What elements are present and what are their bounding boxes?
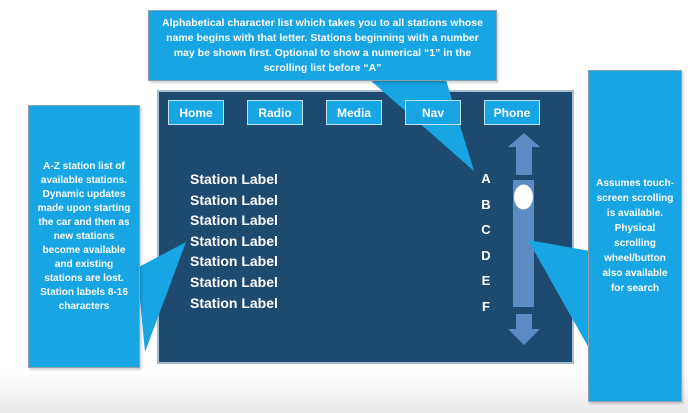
- scroll-down-arrow-icon[interactable]: [508, 314, 540, 345]
- annotation-scrolling: Assumes touch-screen scrolling is availa…: [588, 70, 682, 402]
- station-list-item[interactable]: Station Label: [190, 171, 278, 187]
- alphabet-letter-c[interactable]: C: [481, 222, 491, 238]
- alphabet-index: A B C D E F: [475, 166, 497, 320]
- alphabet-letter-e[interactable]: E: [481, 273, 491, 289]
- alphabet-letter-d[interactable]: D: [481, 247, 491, 263]
- tab-radio[interactable]: Radio: [247, 100, 303, 125]
- station-list-item[interactable]: Station Label: [190, 273, 278, 290]
- station-list-item[interactable]: Station Label: [190, 232, 278, 249]
- annotation-text: A-Z station list of available stations. …: [37, 160, 131, 312]
- station-list: Station Label Station Label Station Labe…: [190, 169, 278, 313]
- station-list-item[interactable]: Station Label: [190, 212, 278, 229]
- tab-nav[interactable]: Nav: [405, 100, 461, 125]
- tab-bar: Home Radio Media Nav Phone: [168, 100, 540, 125]
- scroll-thumb[interactable]: [514, 184, 533, 210]
- station-list-item[interactable]: Station Label: [190, 191, 278, 208]
- alphabet-letter-a[interactable]: A: [481, 171, 491, 186]
- alphabet-letter-b[interactable]: B: [481, 196, 491, 212]
- annotation-alphabet-list: Alphabetical character list which takes …: [148, 10, 497, 81]
- tab-home[interactable]: Home: [168, 100, 224, 125]
- tab-phone[interactable]: Phone: [484, 100, 540, 125]
- annotation-station-list: A-Z station list of available stations. …: [28, 105, 140, 368]
- alphabet-letter-f[interactable]: F: [482, 298, 490, 314]
- scrollbar: [508, 133, 540, 345]
- tab-media[interactable]: Media: [326, 100, 382, 125]
- scroll-up-arrow-icon[interactable]: [508, 133, 540, 175]
- station-list-item[interactable]: Station Label: [190, 294, 278, 311]
- infotainment-screen: Home Radio Media Nav Phone Station Label…: [157, 90, 574, 364]
- annotation-text: Alphabetical character list which takes …: [162, 16, 483, 74]
- annotation-text: Assumes touch-screen scrolling is availa…: [596, 178, 674, 294]
- station-list-item[interactable]: Station Label: [190, 253, 278, 270]
